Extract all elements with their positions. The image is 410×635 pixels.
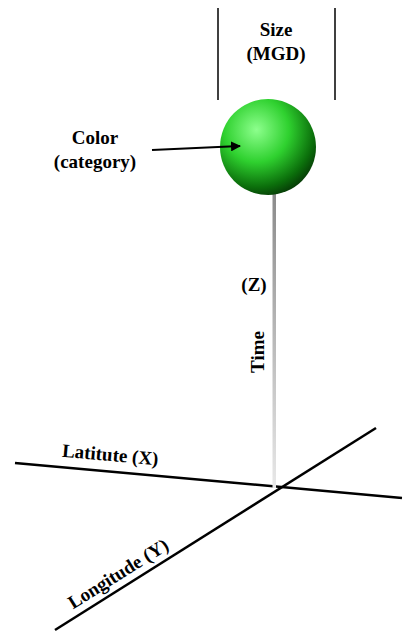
time-label: Time [246,331,270,373]
size-bracket [334,8,336,100]
longitude-axis [55,428,376,630]
time-stem [273,190,277,488]
color-arrow [152,146,240,150]
size-bracket [217,8,219,100]
axis-letter: (Z) [241,273,266,297]
axis-label: Longitude (Y) [63,533,173,614]
color-label: Color (category) [45,126,145,174]
axis-label: Latitute (X) [61,439,159,471]
size-label: Size (MGD) [241,18,311,66]
latitude-axis [15,463,402,498]
